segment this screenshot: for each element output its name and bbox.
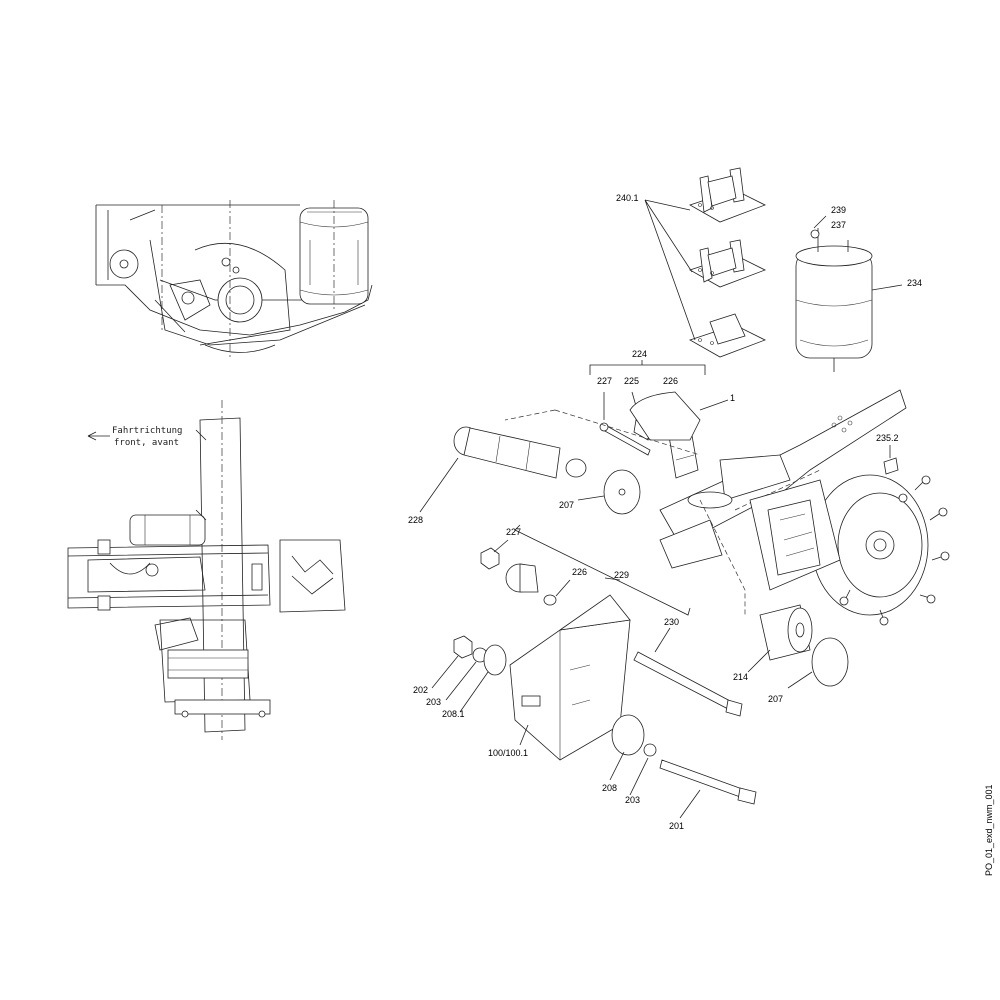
callout-224: 224 (632, 349, 647, 359)
callout-203-right: 203 (625, 795, 640, 805)
callout-214: 214 (733, 672, 748, 682)
direction-label-de: Fahrtrichtung (112, 426, 182, 436)
leader-214 (747, 649, 771, 673)
bush-214 (759, 604, 813, 661)
leader-227-lower (493, 539, 509, 553)
leader-202 (431, 655, 459, 689)
group-bracket-224 (589, 360, 706, 375)
callout-225: 225 (624, 376, 639, 386)
callout-239: 239 (831, 205, 846, 215)
group-bracket-229 (514, 524, 691, 616)
callout-208-1: 208.1 (442, 709, 465, 719)
callout-1: 1 (730, 393, 735, 403)
nut-washer-left (453, 635, 507, 676)
leader-228 (419, 457, 459, 513)
callout-237: 237 (831, 220, 846, 230)
callout-208: 208 (602, 783, 617, 793)
callout-202: 202 (413, 685, 428, 695)
lower-hardware (480, 547, 557, 606)
callout-203-left: 203 (426, 697, 441, 707)
air-spring-234 (795, 228, 873, 372)
callout-227-lower: 227 (506, 527, 521, 537)
leader-203-right (629, 757, 649, 796)
bolt-230 (633, 651, 743, 717)
brake-hub-assembly (749, 474, 950, 626)
leader-226-lower (555, 579, 571, 597)
callout-201: 201 (669, 821, 684, 831)
callout-230: 230 (664, 617, 679, 627)
leader-229 (604, 577, 621, 581)
direction-note: Fahrtrichtung front, avant (87, 426, 182, 448)
top-view-assembly (67, 400, 346, 740)
leader-203-left (445, 661, 477, 701)
callout-234: 234 (907, 278, 922, 288)
callout-235-2: 235.2 (876, 433, 899, 443)
leader-100 (519, 724, 529, 746)
direction-label-en-fr: front, avant (114, 438, 179, 448)
washer-207-lower (811, 637, 849, 687)
leader-240-1 (644, 199, 696, 341)
callout-227-upper: 227 (597, 376, 612, 386)
callout-229: 229 (614, 570, 629, 580)
leader-208 (609, 751, 625, 781)
trailing-arm-1 (504, 389, 907, 615)
leader-234 (871, 284, 903, 291)
bracket-plates-240-1 (689, 167, 766, 358)
leader-208-1 (459, 671, 489, 713)
drawing-code: PO_01_exd_nwm_001 (984, 784, 994, 876)
callout-226-lower: 226 (572, 567, 587, 577)
leader-207-upper (577, 495, 605, 501)
leader-201 (679, 789, 701, 819)
callout-100-100-1: 100/100.1 (488, 748, 528, 758)
callout-240-1: 240.1 (616, 193, 639, 203)
callout-226-upper: 226 (663, 376, 678, 386)
leader-1 (699, 399, 729, 411)
shock-absorber-228 (453, 426, 587, 479)
hanger-bracket-100 (509, 594, 631, 761)
leader-207-lower (787, 671, 813, 689)
leader-230 (654, 627, 671, 653)
nut-235-2 (883, 457, 899, 475)
leader-239-237 (813, 215, 827, 229)
side-view-assembly (95, 200, 373, 360)
callout-228: 228 (408, 515, 423, 525)
callout-207-lower: 207 (768, 694, 783, 704)
callout-207-upper: 207 (559, 500, 574, 510)
eccentric-lower (611, 714, 757, 805)
